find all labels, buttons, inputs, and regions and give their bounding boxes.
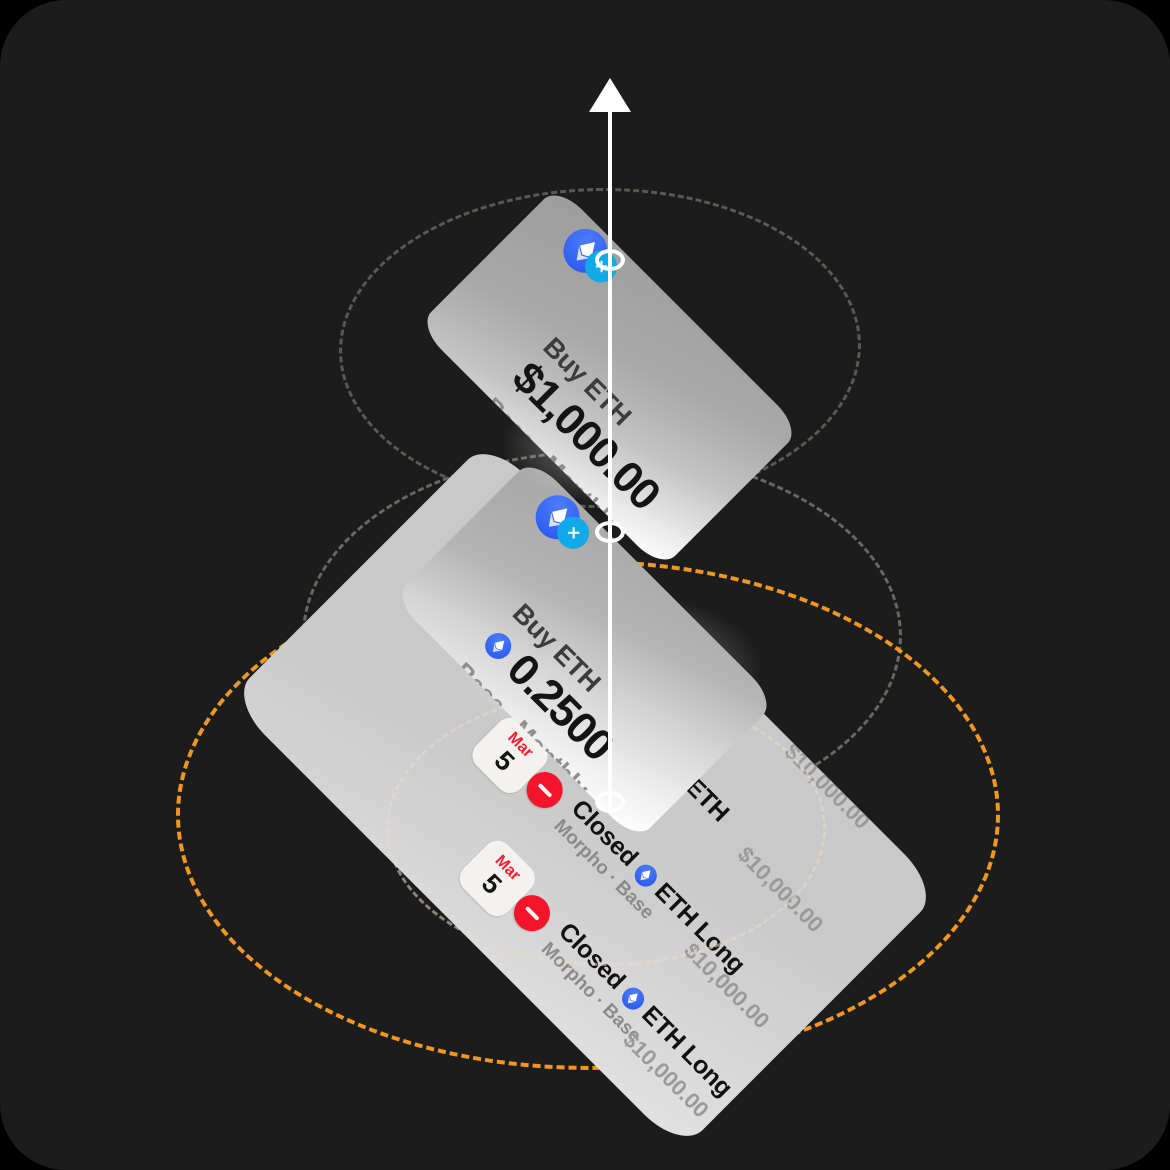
buy-eth-card-mid[interactable]: × Buy ETH 0.2500 Base · Monthly <box>392 457 777 842</box>
eth-token-icon: × <box>554 219 624 290</box>
connector-node-icon <box>595 791 625 813</box>
connector-line <box>608 532 612 810</box>
connector-line <box>608 98 612 268</box>
eth-token-icon <box>479 627 517 665</box>
eth-token-icon: × <box>526 486 596 556</box>
buy-eth-card-top[interactable]: × Buy ETH $1,000.00 Base · Monthly <box>417 185 802 570</box>
list-item[interactable]: Mar 5 Closed ETH Long Morpho · Base <box>453 834 741 1123</box>
connector-line <box>608 262 612 540</box>
eth-token-icon <box>617 982 649 1014</box>
